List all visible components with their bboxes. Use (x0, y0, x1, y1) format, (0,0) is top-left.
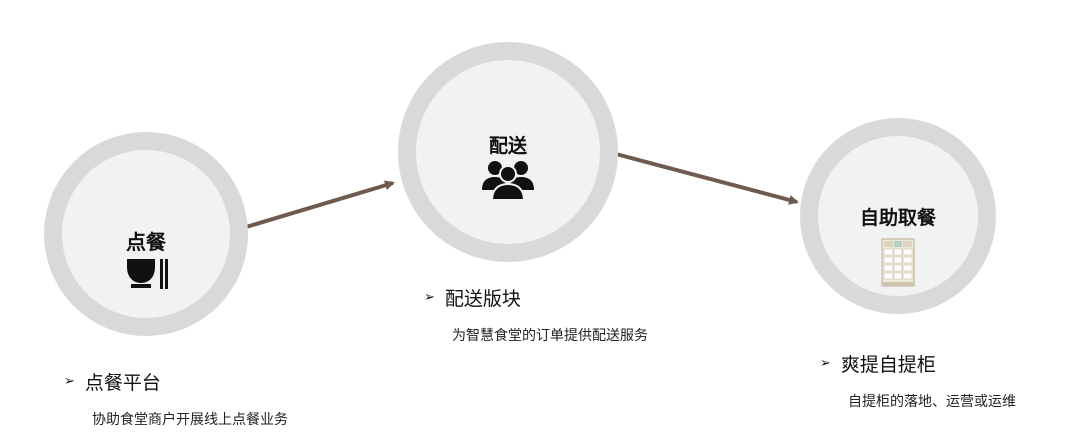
group-people-icon (482, 161, 534, 200)
caption-desc: 为智慧食堂的订单提供配送服务 (452, 328, 648, 344)
caption-desc: 协助食堂商户开展线上点餐业务 (92, 412, 288, 428)
node-delivery-title: 配送 (488, 135, 527, 157)
arrow-bullet-icon: ➢ (64, 374, 75, 389)
caption-title: 爽提自提柜 (840, 354, 936, 376)
caption-desc: 自提柜的落地、运营或运维 (848, 394, 1016, 410)
caption-order-platform: ➢ 点餐平台 协助食堂商户开展线上点餐业务 (64, 368, 288, 429)
arrow-delivery-to-pickup (615, 152, 799, 205)
node-self-pickup-title: 自助取餐 (859, 207, 936, 229)
node-order-title: 点餐 (126, 230, 166, 254)
arrow-bullet-icon: ➢ (424, 290, 435, 305)
caption-delivery-section: ➢ 配送版块 为智慧食堂的订单提供配送服务 (424, 284, 648, 345)
caption-title: 点餐平台 (84, 372, 161, 394)
arrow-bullet-icon: ➢ (820, 356, 831, 371)
locker-cabinet-icon (881, 238, 915, 287)
caption-title: 配送版块 (444, 288, 521, 310)
arrow-order-to-delivery (235, 180, 395, 232)
rice-bowl-chopsticks-icon (127, 259, 168, 289)
caption-pickup-locker: ➢ 爽提自提柜 自提柜的落地、运营或运维 (820, 350, 1016, 411)
